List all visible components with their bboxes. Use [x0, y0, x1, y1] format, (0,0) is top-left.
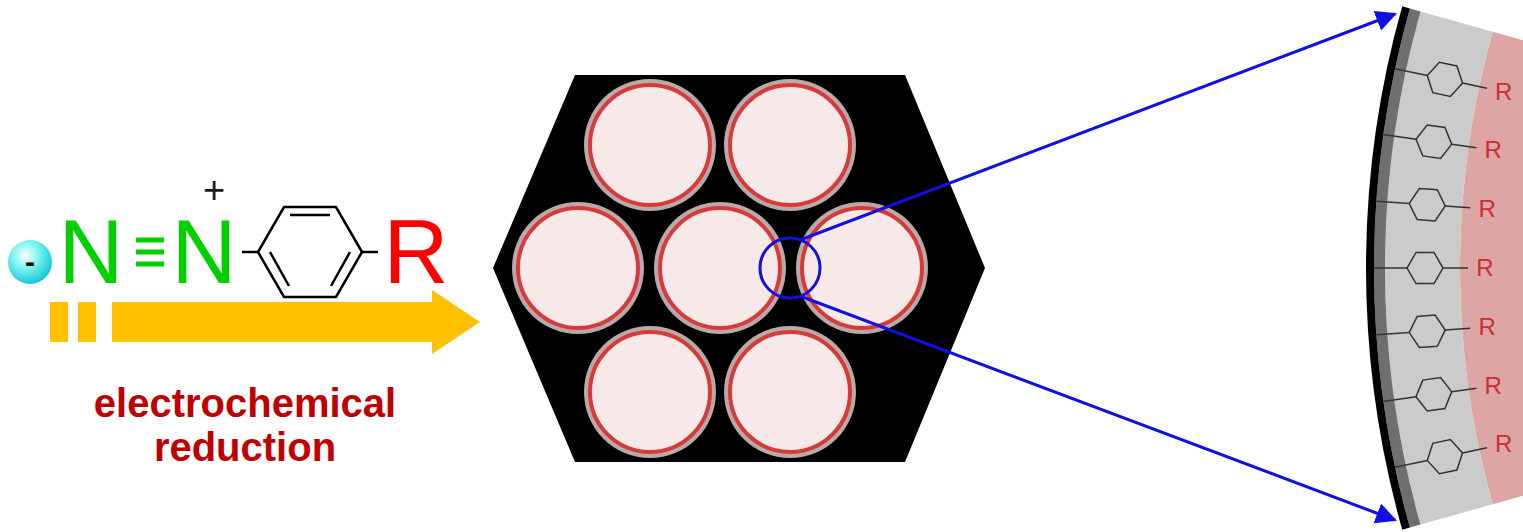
- electron-ball: [8, 240, 52, 284]
- phenyl-ring: [1407, 252, 1443, 283]
- substituent: R: [384, 207, 449, 297]
- substituent: R: [1495, 432, 1512, 456]
- phenyl-group: [1383, 378, 1476, 411]
- bond: [1445, 206, 1470, 208]
- bond: [1374, 267, 1407, 269]
- phenyl-group: [1376, 315, 1470, 347]
- zoom-line: [800, 296, 1395, 520]
- pore-outer-ring: [796, 202, 928, 334]
- pore-array: [512, 79, 928, 458]
- atom-symbol: N: [59, 207, 124, 297]
- triple-bond: [136, 240, 164, 264]
- hexagon-matrix: [493, 75, 985, 462]
- arrow-bar: [50, 302, 68, 342]
- pore-outer-ring: [724, 326, 856, 458]
- pore-outer-ring: [584, 326, 716, 458]
- bond: [1383, 135, 1416, 140]
- pore: [590, 332, 710, 452]
- bond: [1443, 267, 1468, 269]
- arrow-body: [112, 290, 480, 354]
- phenyl-group: [1383, 125, 1476, 158]
- bond: [1445, 328, 1470, 330]
- phenyl-ring: [1409, 189, 1445, 221]
- dark-layer: [1374, 8, 1421, 527]
- atom-symbol: N: [172, 207, 237, 297]
- magnifier-circle: [760, 238, 820, 298]
- bond: [1462, 83, 1486, 88]
- benzene-ring: [242, 207, 378, 297]
- pore: [518, 208, 638, 328]
- phenyl-group: [1374, 252, 1468, 283]
- pore-wall: [1366, 6, 1523, 530]
- bond: [1452, 388, 1477, 391]
- pore: [730, 332, 850, 452]
- phenyl-group: [1395, 62, 1487, 96]
- phenyl-ring: [1416, 125, 1452, 158]
- pore: [590, 85, 710, 205]
- phenyl-group: [1395, 440, 1487, 474]
- pore: [660, 208, 780, 328]
- charge-sign: +: [203, 171, 225, 209]
- pore-outer-ring: [584, 79, 716, 211]
- bond: [1395, 460, 1427, 467]
- pore-outer-ring: [654, 202, 786, 334]
- arrow-bar: [78, 302, 96, 342]
- pore-outer-ring: [512, 202, 644, 334]
- substituent: R: [1485, 138, 1502, 162]
- reaction-arrow: [50, 290, 480, 354]
- bond: [1452, 144, 1477, 147]
- substituent: R: [1478, 197, 1495, 221]
- bond: [1462, 448, 1486, 453]
- process-label: electrochemical reduction: [25, 381, 465, 469]
- phenyl-group: [1376, 189, 1470, 221]
- substituent: R: [1476, 256, 1493, 280]
- bond: [1376, 201, 1409, 203]
- carbon-wall: [1366, 6, 1410, 530]
- substituent: R: [1495, 80, 1512, 104]
- phenyl-ring: [1427, 440, 1462, 474]
- phenyl-ring: [1416, 378, 1452, 411]
- bond: [1383, 397, 1416, 402]
- phenyl-ring: [1427, 62, 1462, 96]
- pore-outer-ring: [724, 79, 856, 211]
- pore: [730, 85, 850, 205]
- electron-charge: -: [25, 247, 35, 277]
- substituent: R: [1478, 315, 1495, 339]
- bond: [1395, 69, 1427, 76]
- phenyl-ring: [1409, 315, 1445, 347]
- substituent: R: [1485, 374, 1502, 398]
- bond: [1376, 333, 1409, 335]
- zoom-line: [800, 14, 1395, 240]
